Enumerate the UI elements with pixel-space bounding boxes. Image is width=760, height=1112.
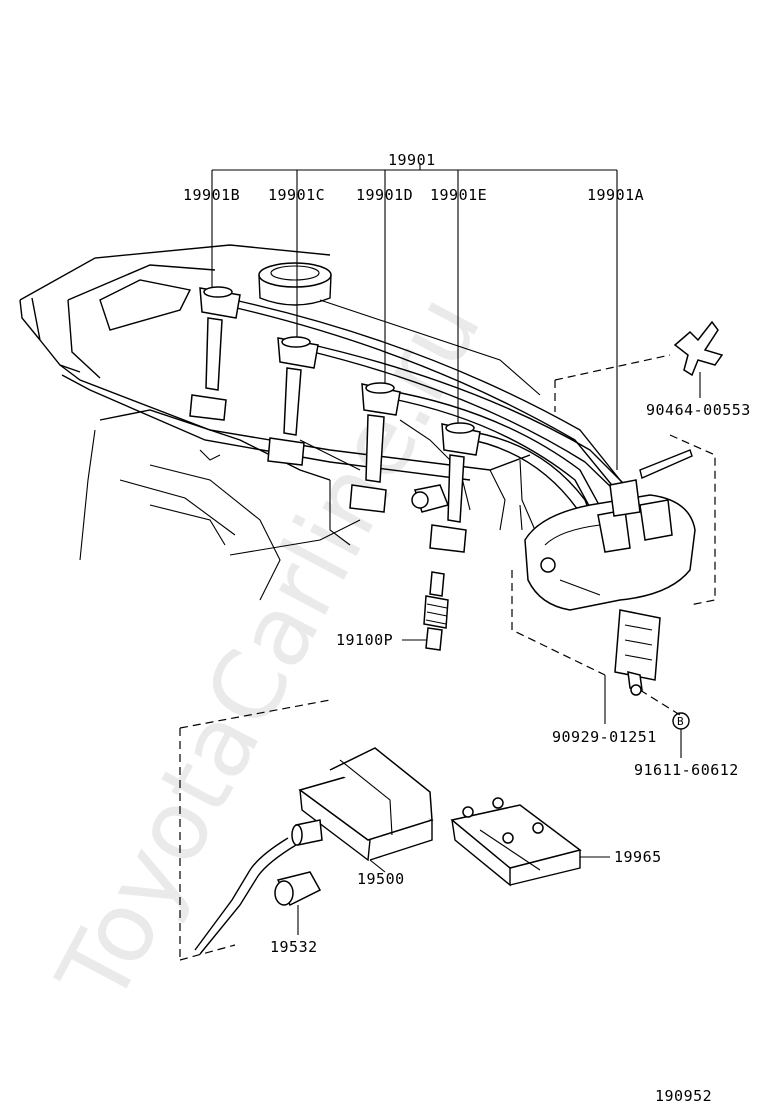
spark-plug bbox=[402, 571, 449, 651]
dashed-grouping-lines bbox=[179, 354, 716, 961]
label-wire-b: 19901B bbox=[183, 186, 240, 204]
coil-wire-cap bbox=[194, 837, 322, 955]
plug-boot-b bbox=[189, 286, 241, 421]
rotor-clip-part bbox=[673, 320, 724, 398]
plug-boot-c bbox=[267, 336, 319, 466]
label-wire-c: 19901C bbox=[268, 186, 325, 204]
ignition-coil bbox=[291, 747, 434, 873]
label-coil: 19500 bbox=[357, 870, 405, 888]
bolt-marker-letter: B bbox=[677, 715, 684, 728]
label-spark-plug: 19100P bbox=[336, 631, 393, 649]
oil-filler-cap bbox=[258, 262, 332, 306]
distributor bbox=[519, 479, 696, 611]
resistor-part bbox=[604, 609, 661, 724]
sensor-part bbox=[411, 484, 450, 513]
label-rotor-clip: 90464-00553 bbox=[646, 401, 751, 419]
label-harness: 19901 bbox=[388, 151, 436, 169]
harness-callout-lines bbox=[211, 163, 618, 470]
label-wire-e: 19901E bbox=[430, 186, 487, 204]
bolt-marker: B bbox=[672, 712, 690, 758]
diagram-number: 190952 bbox=[655, 1087, 712, 1105]
plug-boot-d bbox=[349, 382, 401, 513]
label-bracket: 19965 bbox=[614, 848, 662, 866]
label-resistor: 90929-01251 bbox=[552, 728, 657, 746]
plug-boot-e bbox=[429, 422, 481, 553]
coil-bracket bbox=[450, 797, 610, 887]
spark-plug-wires bbox=[224, 297, 693, 546]
engine-outline bbox=[19, 244, 541, 601]
label-wire-a: 19901A bbox=[587, 186, 644, 204]
label-cap: 19532 bbox=[270, 938, 318, 956]
label-wire-d: 19901D bbox=[356, 186, 413, 204]
label-bolt: 91611-60612 bbox=[634, 761, 739, 779]
